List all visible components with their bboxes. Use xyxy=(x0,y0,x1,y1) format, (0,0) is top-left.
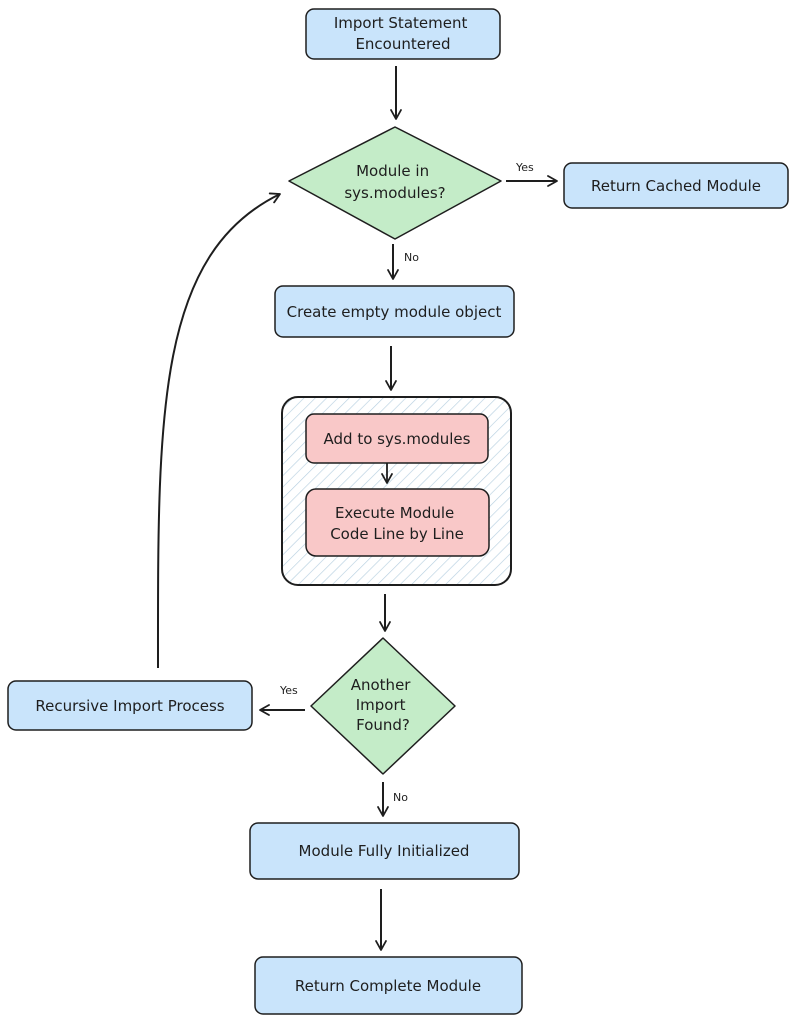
node-execute-module-line-1: Execute Module xyxy=(335,504,454,522)
node-import-statement-line-1: Import Statement xyxy=(334,14,468,32)
decision-another-import-found: Another Import Found? xyxy=(310,637,456,775)
svg-text:Import Statement Encount: Import Statement Encountered xyxy=(334,14,472,53)
node-module-fully-initialized: Module Fully Initialized xyxy=(249,822,520,880)
node-return-cached-label: Return Cached Module xyxy=(591,177,761,195)
decision-module-in-sys-line-2: sys.modules? xyxy=(344,184,445,202)
svg-text:Module in sys.modules?: Module in sys.modules? xyxy=(344,162,445,202)
edge-recursive-to-decision xyxy=(156,192,281,669)
node-create-empty-label: Create empty module object xyxy=(287,303,502,321)
node-execute-module: Execute Module Code Line by Line xyxy=(305,488,490,557)
node-recursive-import-label: Recursive Import Process xyxy=(35,697,224,715)
decision-another-import-line-1: Another xyxy=(351,676,412,694)
edge-label-yes-recursive: Yes xyxy=(279,684,298,697)
svg-text:Execute Module Code Line: Execute Module Code Line by Line xyxy=(330,504,464,543)
decision-module-in-sys-modules: Module in sys.modules? xyxy=(288,126,502,240)
edge-label-no-initialized: No xyxy=(393,791,408,804)
node-import-statement: Import Statement Encountered xyxy=(305,8,501,60)
decision-another-import-line-2: Import xyxy=(356,696,406,714)
decision-another-import-line-3: Found? xyxy=(356,716,410,734)
node-recursive-import-process: Recursive Import Process xyxy=(7,680,253,731)
node-create-empty-module: Create empty module object xyxy=(274,285,515,338)
edge-label-no-create: No xyxy=(404,251,419,264)
edge-label-yes-cached: Yes xyxy=(515,161,534,174)
node-module-initialized-label: Module Fully Initialized xyxy=(299,842,470,860)
svg-text:Another Import Fou: Another Import Found? xyxy=(351,676,416,734)
decision-module-in-sys-line-1: Module in xyxy=(356,162,429,180)
node-import-statement-line-2: Encountered xyxy=(355,35,450,53)
node-return-complete-module: Return Complete Module xyxy=(254,956,523,1015)
node-execute-module-line-2: Code Line by Line xyxy=(330,525,464,543)
node-return-complete-label: Return Complete Module xyxy=(295,977,481,995)
node-return-cached-module: Return Cached Module xyxy=(563,162,789,209)
node-add-to-sys-label: Add to sys.modules xyxy=(324,430,471,448)
node-add-to-sys-modules: Add to sys.modules xyxy=(305,413,489,464)
